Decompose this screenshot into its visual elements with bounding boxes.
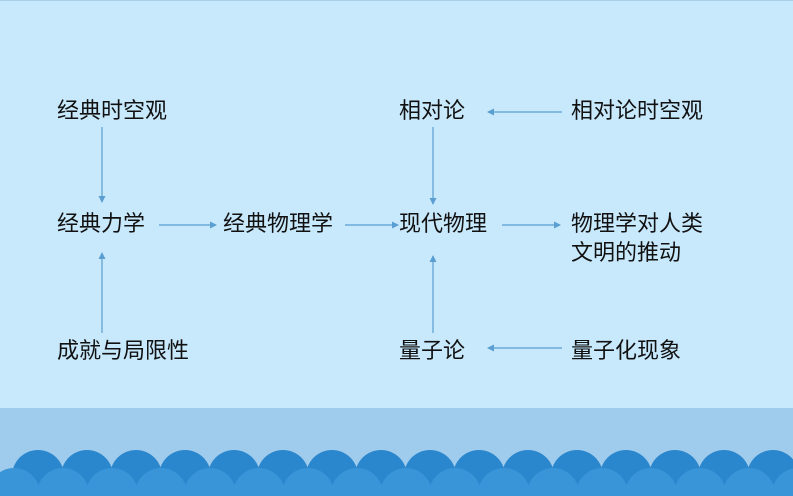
wave-scallop [233,468,285,496]
wave-scallop [86,468,138,496]
node-classical-mechanics: 经典力学 [57,212,146,237]
wave-scallop [478,468,530,496]
node-quantum-phenomena: 量子化现象 [571,339,682,364]
node-impact-line1: 物理学对人类 [571,212,704,237]
wave-scallop [527,468,579,496]
node-impact-line2: 文明的推动 [571,241,682,266]
wave-scallop [723,468,775,496]
node-relativity-spacetime: 相对论时空观 [571,99,704,124]
wave-scallop [184,468,236,496]
wave-scallop [576,468,628,496]
node-classical-physics: 经典物理学 [223,212,334,237]
wave-scallop [380,468,432,496]
wave-scallop [135,468,187,496]
top-border-line [0,0,793,1]
wave-scallop [625,468,677,496]
node-achievements-limits: 成就与局限性 [57,339,190,364]
node-classical-spacetime: 经典时空观 [57,99,168,124]
node-relativity: 相对论 [399,99,466,124]
wave-scallop [0,468,40,496]
wave-scallop [772,468,793,496]
wave-scallop [429,468,481,496]
wave-scallop [331,468,383,496]
wave-decoration [0,450,793,496]
node-quantum-theory: 量子论 [399,339,466,364]
wave-scallop [674,468,726,496]
wave-scallop [37,468,89,496]
node-modern-physics: 现代物理 [399,212,488,237]
wave-scallop [282,468,334,496]
